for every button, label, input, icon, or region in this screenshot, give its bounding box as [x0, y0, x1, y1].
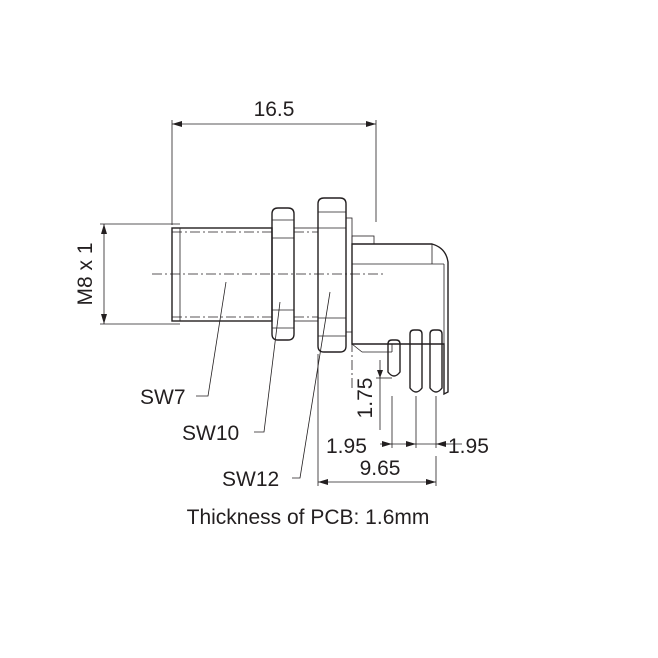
pcb-thickness-note: Thickness of PCB: 1.6mm [187, 506, 430, 529]
nut-sw10 [271, 207, 295, 341]
dim-pin-offset-label: 1.75 [354, 378, 377, 419]
dim-thread: M8 x 1 [74, 223, 180, 325]
right-angle-housing [345, 217, 449, 396]
dim-housing-depth: 9.65 [317, 354, 437, 486]
dim-pin-pitch: 1.95 1.95 [326, 396, 489, 458]
dim-pitch-left-label: 1.95 [326, 435, 367, 458]
dim-overall-length: 16.5 [171, 98, 377, 225]
dim-housing-depth-label: 9.65 [360, 457, 401, 480]
dim-thread-label: M8 x 1 [74, 242, 97, 305]
label-sw10: SW10 [182, 422, 239, 445]
nut-sw12 [317, 197, 347, 353]
label-sw12: SW12 [222, 468, 279, 491]
label-sw7: SW7 [140, 386, 186, 409]
threaded-barrel [171, 227, 319, 322]
leaders [196, 281, 331, 479]
dim-pitch-right-label: 1.95 [448, 435, 489, 458]
dim-overall-length-label: 16.5 [254, 98, 295, 121]
dim-pin-offset: 1.75 [354, 360, 392, 430]
pins [387, 329, 443, 393]
